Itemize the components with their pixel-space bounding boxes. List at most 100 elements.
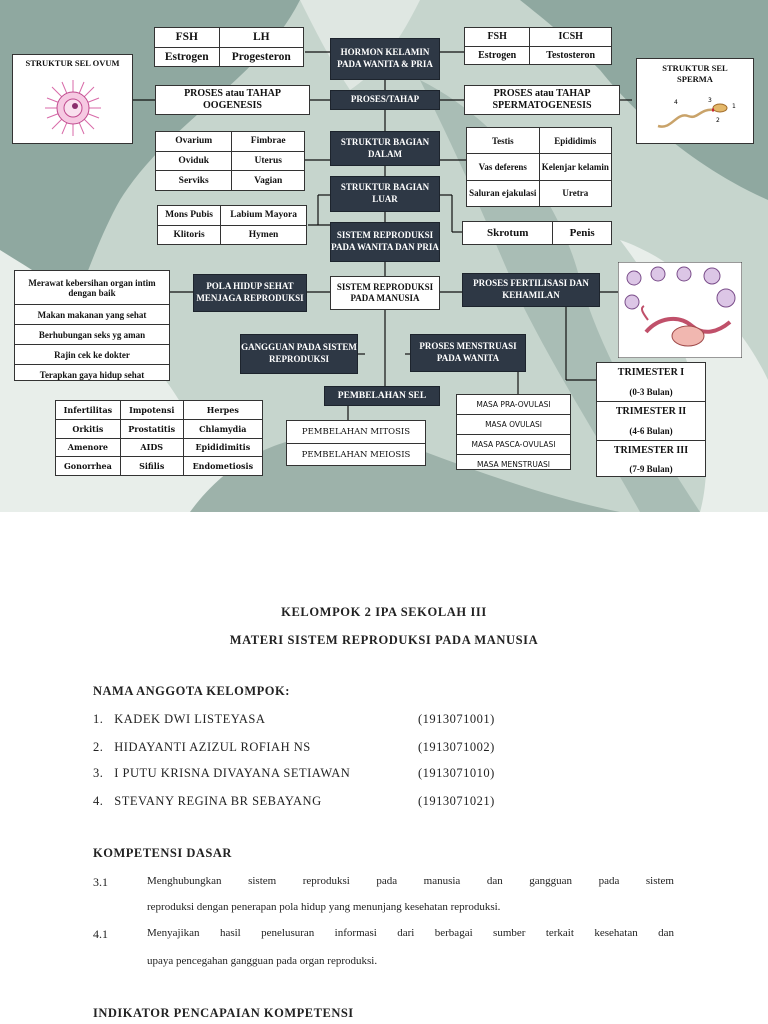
list-item: TRIMESTER III: [597, 440, 705, 460]
disease-cell: Chlamydia: [182, 418, 264, 439]
list-item: PEMBELAHAN MITOSIS: [287, 421, 425, 444]
kd-text-line: upaya pencegahan gangguan pada organ rep…: [147, 955, 378, 967]
organ-cell: Epididimis: [538, 126, 613, 155]
member-row: 4. STEVANY REGINA BR SEBAYANG: [93, 794, 513, 809]
sperma-title: STRUKTUR SEL SPERMA: [662, 63, 728, 84]
sperma-label: 4: [674, 99, 678, 106]
organ-cell: Hymen: [220, 224, 307, 245]
hormon-cell: ICSH: [529, 27, 612, 47]
pembelahan-list: PEMBELAHAN MITOSIS PEMBELAHAN MEIOSIS: [286, 420, 426, 466]
organ-cell: Ovarium: [154, 131, 233, 152]
oogenesis-node: PROSES atau TAHAP OOGENESIS: [155, 85, 310, 115]
organ-cell: Uterus: [231, 150, 305, 172]
disease-cell: Endometiosis: [182, 456, 264, 476]
sperma-illustration: 4 3 1 2: [652, 92, 738, 134]
member-row: 2. HIDAYANTI AZIZUL ROFIAH NS: [93, 740, 513, 755]
member-id: (1913071010): [418, 766, 495, 780]
member-name: KADEK DWI LISTEYASA: [114, 712, 266, 726]
disease-cell: AIDS: [119, 437, 184, 458]
list-item: MASA PRA-OVULASI: [457, 395, 570, 415]
list-item: Merawat kebersihan organ intim dengan ba…: [15, 271, 169, 305]
indikator-heading: INDIKATOR PENCAPAIAN KOMPETENSI: [93, 1006, 354, 1020]
member-name: HIDAYANTI AZIZUL ROFIAH NS: [114, 740, 311, 754]
organ-cell: Vagian: [231, 170, 305, 191]
organ-cell: Testis: [466, 126, 540, 155]
member-id: (1913071021): [418, 794, 495, 808]
member-number: 1.: [93, 712, 104, 726]
list-item: TRIMESTER II: [597, 401, 705, 421]
disease-cell: Sifilis: [119, 456, 184, 476]
hormon-cell: FSH: [463, 27, 531, 47]
disease-cell: Impotensi: [119, 400, 184, 420]
member-number: 3.: [93, 766, 104, 780]
list-item: PEMBELAHAN MEIOSIS: [301, 450, 411, 460]
proses-tahap-node: PROSES/TAHAP: [330, 90, 440, 110]
fertilization-illustration: [618, 262, 742, 358]
fertilisasi-node: PROSES FERTILISASI DAN KEHAMILAN: [462, 273, 600, 307]
connector-lines: [133, 51, 632, 420]
spermatogenesis-node: PROSES atau TAHAP SPERMATOGENESIS: [464, 85, 620, 115]
disease-cell: Amenore: [55, 437, 121, 458]
pola-hidup-list: Merawat kebersihan organ intim dengan ba…: [14, 270, 170, 381]
organ-cell: Fimbrae: [231, 131, 305, 152]
list-item: (4-6 Bulan): [629, 425, 673, 436]
list-item: (0-3 Bulan): [629, 386, 673, 397]
sperma-label: 1: [732, 103, 736, 110]
pola-hidup-node: POLA HIDUP SEHAT MENJAGA REPRODUKSI: [193, 274, 307, 312]
member-number: 4.: [93, 794, 104, 808]
list-item: Berhubungan seks yg aman: [15, 325, 169, 345]
member-row: 1. KADEK DWI LISTEYASA: [93, 712, 513, 727]
member-name: STEVANY REGINA BR SEBAYANG: [114, 794, 322, 808]
member-id: (1913071002): [418, 740, 495, 754]
organ-cell: Labium Mayora: [220, 205, 307, 226]
kd-text-line: Menyajikan hasil penelusuran informasi d…: [147, 927, 674, 939]
list-item: (7-9 Bulan): [629, 464, 673, 474]
disease-cell: Orkitis: [55, 418, 121, 439]
hormon-cell: Estrogen: [154, 46, 220, 67]
hormon-cell: Testosteron: [529, 45, 612, 65]
ovum-illustration: [45, 80, 101, 136]
hormon-cell: FSH: [154, 27, 220, 48]
organ-cell: Oviduk: [154, 150, 233, 172]
list-item: MASA OVULASI: [457, 415, 570, 435]
menstruasi-list: MASA PRA-OVULASI MASA OVULASI MASA PASCA…: [456, 394, 571, 470]
kd-text-line: reproduksi dengan penerapan pola hidup y…: [147, 901, 501, 913]
hormon-cell: Progesteron: [218, 46, 305, 67]
list-item: Terapkan gaya hidup sehat: [39, 369, 145, 380]
kd-number: 4.1: [93, 927, 108, 941]
sistem-manusia-node: SISTEM REPRODUKSI PADA MANUSIA: [330, 276, 440, 310]
member-name: I PUTU KRISNA DIVAYANA SETIAWAN: [114, 766, 351, 780]
document-title: KELOMPOK 2 IPA SEKOLAH III: [281, 605, 487, 619]
trimester-list: TRIMESTER I (0-3 Bulan) TRIMESTER II (4-…: [596, 362, 706, 477]
organ-cell: Uretra: [538, 179, 613, 208]
menstruasi-node: PROSES MENSTRUASI PADA WANITA: [410, 334, 526, 372]
organ-cell: Penis: [552, 221, 612, 245]
hormon-cell: Estrogen: [463, 45, 531, 65]
document-subtitle: MATERI SISTEM REPRODUKSI PADA MANUSIA: [229, 633, 539, 647]
list-item: TRIMESTER I: [617, 367, 685, 378]
member-row: 3. I PUTU KRISNA DIVAYANA SETIAWAN: [93, 766, 513, 781]
hormon-center-node: HORMON KELAMIN PADA WANITA & PRIA: [330, 38, 440, 80]
member-id: (1913071001): [418, 712, 495, 726]
member-number: 2.: [93, 740, 104, 754]
disease-cell: Epididimitis: [182, 437, 264, 458]
members-heading: NAMA ANGGOTA KELOMPOK:: [93, 684, 290, 698]
list-item: Makan makanan yang sehat: [15, 305, 169, 325]
kd-heading: KOMPETENSI DASAR: [93, 846, 232, 860]
sistem-wanita-pria-node: SISTEM REPRODUKSI PADA WANITA DAN PRIA: [330, 222, 440, 262]
gangguan-node: GANGGUAN PADA SISTEM REPRODUKSI: [240, 334, 358, 374]
disease-cell: Herpes: [182, 400, 264, 420]
organ-cell: Skrotum: [461, 221, 554, 245]
list-item: MASA MENSTRUASI: [477, 460, 550, 469]
disease-cell: Infertilitas: [55, 400, 121, 420]
kd-text-line: Menghubungkan sistem reproduksi pada man…: [147, 875, 674, 887]
organ-cell: Saluran ejakulasi: [466, 179, 540, 208]
struktur-dalam-node: STRUKTUR BAGIAN DALAM: [330, 131, 440, 166]
